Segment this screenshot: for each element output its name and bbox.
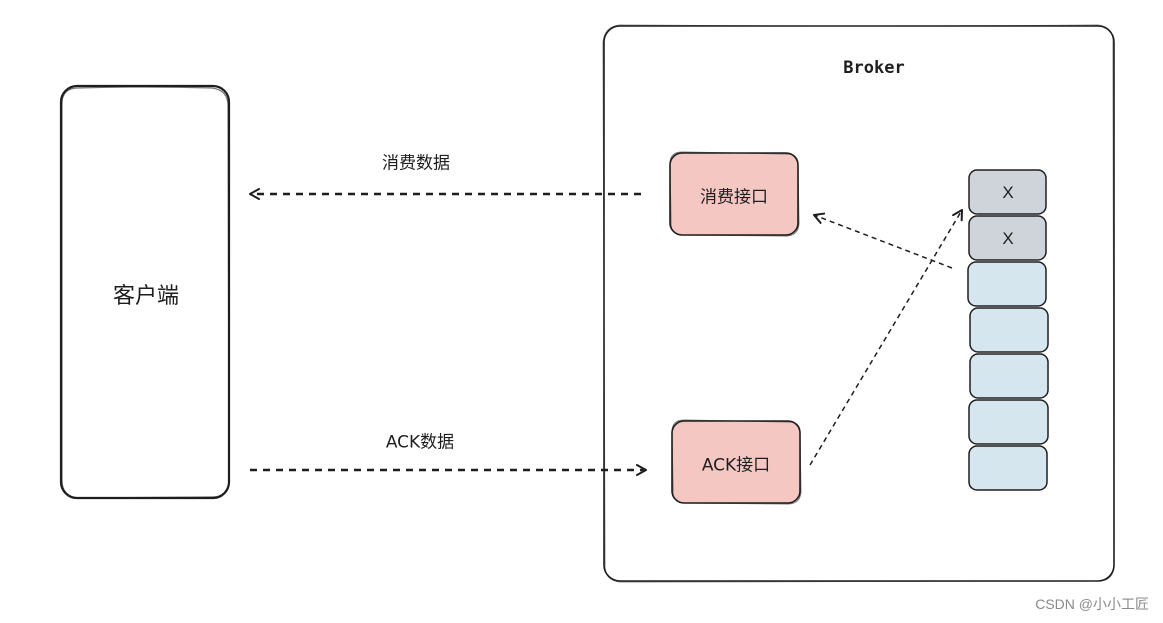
- ack-api-box-sketch-stroke: [671, 419, 802, 505]
- ack-api-label: ACK接口: [701, 455, 771, 476]
- queue-cell: [968, 169, 1047, 215]
- ack-data-label: ACK数据: [385, 432, 455, 453]
- client-box-sketch-stroke: [61, 86, 230, 499]
- consume-api-label: 消费接口: [700, 187, 768, 208]
- queue-cell: [968, 215, 1047, 261]
- consume-api-box-sketch-stroke: [669, 151, 800, 237]
- broker-box-sketch-stroke: [602, 24, 1115, 583]
- ack-to-queue-arrow: [809, 209, 963, 466]
- queue-cell-mark: X: [1002, 183, 1014, 202]
- broker-title: Broker: [843, 58, 905, 78]
- client-label: 客户端: [112, 284, 180, 309]
- queue-cell: [968, 399, 1049, 445]
- queue-cell: [967, 261, 1047, 307]
- queue-cell: [969, 307, 1049, 353]
- queue-to-consume-arrow: [813, 212, 953, 269]
- message-queue: [967, 169, 1049, 491]
- queue-cell: [968, 445, 1048, 491]
- watermark: CSDN @小小工匠: [1035, 596, 1149, 612]
- queue-cell: [969, 353, 1049, 399]
- consume-data-label: 消费数据: [382, 153, 450, 174]
- queue-cell-mark: X: [1002, 229, 1014, 248]
